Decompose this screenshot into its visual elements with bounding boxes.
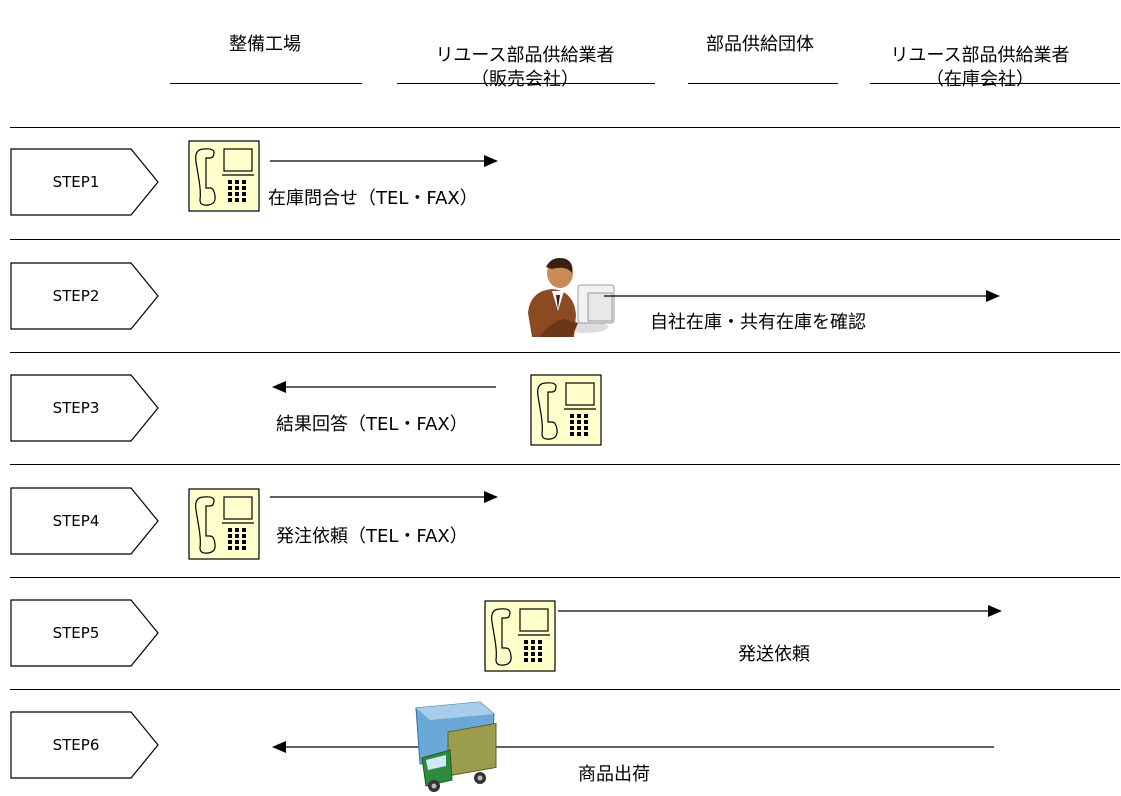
step-caption: 結果回答（TEL・FAX）	[276, 414, 468, 435]
column-header-reuse-supplier-sales: リユース部品供給業者 （販売会社）	[380, 20, 670, 92]
pentagon-arrow-shape	[10, 262, 159, 330]
delivery-truck-icon	[415, 701, 497, 792]
office-worker-icon	[528, 258, 615, 337]
row-separator	[10, 352, 1120, 353]
column-underline	[170, 83, 362, 84]
step-caption: 商品出荷	[578, 764, 650, 785]
telephone-icon	[188, 140, 260, 212]
step-caption: 在庫問合せ（TEL・FAX）	[268, 188, 478, 209]
step-marker: STEP1	[10, 148, 160, 216]
pentagon-arrow-shape	[10, 599, 159, 667]
pentagon-arrow-shape	[10, 487, 159, 555]
arrow-right	[270, 155, 498, 167]
step-label: STEP1	[52, 173, 100, 191]
step-marker: STEP6	[10, 711, 160, 779]
row-separator	[10, 689, 1120, 690]
pentagon-arrow-shape	[10, 148, 159, 216]
column-header-label: リユース部品供給業者 （販売会社）	[435, 45, 615, 90]
step-marker: STEP3	[10, 374, 160, 442]
column-header-repair-shop: 整備工場	[200, 33, 330, 57]
telephone-icon	[188, 488, 260, 560]
pentagon-arrow-shape	[10, 374, 159, 442]
pentagon-arrow-shape	[10, 711, 159, 779]
step-marker: STEP2	[10, 262, 160, 330]
step-label: STEP5	[52, 624, 100, 642]
step-caption: 発注依頼（TEL・FAX）	[276, 526, 468, 547]
telephone-icon	[484, 600, 556, 672]
row-separator	[10, 127, 1120, 128]
telephone-icon	[530, 374, 602, 446]
step-label: STEP3	[52, 399, 100, 417]
arrow-right	[604, 290, 1000, 302]
column-header-label: リユース部品供給業者 （在庫会社）	[890, 45, 1070, 90]
step-marker: STEP4	[10, 487, 160, 555]
column-header-parts-supply-org: 部品供給団体	[680, 33, 840, 57]
step-label: STEP4	[52, 512, 100, 530]
step-label: STEP2	[52, 287, 100, 305]
arrow-left	[272, 741, 994, 753]
column-underline	[870, 83, 1120, 84]
column-underline	[688, 83, 838, 84]
row-separator	[10, 239, 1120, 240]
row-separator	[10, 464, 1120, 465]
step-label: STEP6	[52, 736, 100, 754]
arrow-right	[270, 491, 498, 503]
step-marker: STEP5	[10, 599, 160, 667]
arrow-left	[272, 381, 496, 393]
column-header-reuse-supplier-stock: リユース部品供給業者 （在庫会社）	[850, 20, 1110, 92]
step-caption: 自社在庫・共有在庫を確認	[650, 312, 866, 333]
column-header-label: 部品供給団体	[706, 34, 814, 55]
column-underline	[397, 83, 655, 84]
column-header-label: 整備工場	[229, 34, 301, 55]
row-separator	[10, 577, 1120, 578]
step-caption: 発送依頼	[738, 644, 810, 665]
arrow-right	[558, 605, 1002, 617]
